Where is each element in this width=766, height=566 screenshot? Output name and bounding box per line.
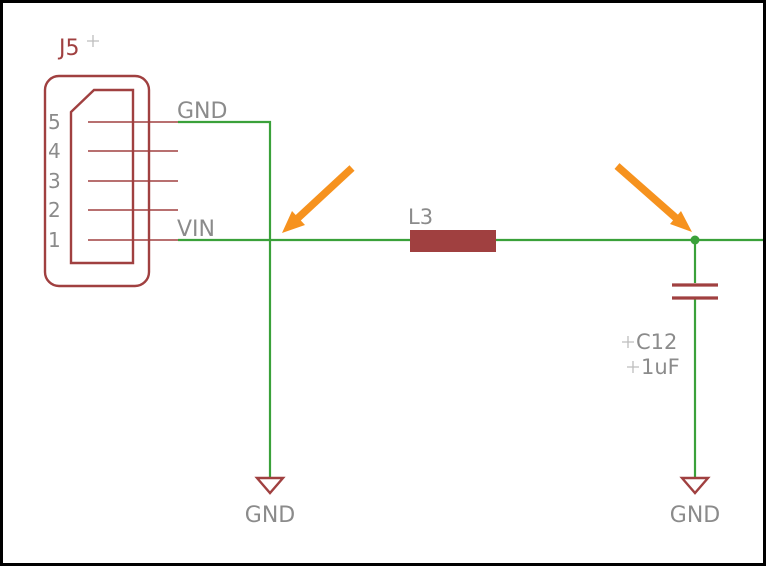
highlight-arrow-right bbox=[614, 163, 692, 232]
highlight-arrow-left bbox=[282, 165, 355, 233]
origin-cross-c12 bbox=[622, 336, 634, 348]
origin-cross-1uf bbox=[627, 361, 639, 373]
ground-triangle-right bbox=[679, 476, 711, 495]
ground-symbol-left[interactable]: GND bbox=[245, 476, 295, 528]
inductor-body bbox=[410, 230, 496, 252]
arrow-head-right bbox=[670, 211, 692, 232]
inductor-designator: L3 bbox=[408, 205, 433, 229]
usb-connector-j5[interactable]: J5 5 4 3 2 1 GND VIN bbox=[43, 35, 227, 288]
capacitor-designator: C12 bbox=[636, 330, 677, 354]
origin-cross-j5 bbox=[87, 35, 99, 47]
capacitor-value: 1uF bbox=[641, 355, 680, 379]
pin-number-2: 2 bbox=[48, 198, 61, 222]
ground-label-left: GND bbox=[245, 503, 295, 528]
capacitor-c12[interactable]: C12 1uF bbox=[622, 283, 718, 379]
ground-label-right: GND bbox=[670, 503, 720, 528]
junction-dot[interactable] bbox=[690, 235, 700, 245]
arrow-shaft-right bbox=[614, 163, 679, 221]
arrow-shaft-left bbox=[295, 165, 355, 221]
ground-symbol-right[interactable]: GND bbox=[670, 476, 720, 528]
net-gnd-left[interactable] bbox=[178, 120, 272, 477]
connector-shell bbox=[69, 88, 135, 265]
pin-number-4: 4 bbox=[48, 139, 61, 163]
arrow-head-left bbox=[282, 211, 305, 233]
ground-triangle-left bbox=[254, 476, 286, 495]
pin-number-3: 3 bbox=[48, 169, 61, 193]
inductor-l3[interactable]: L3 bbox=[408, 205, 496, 252]
pin-label-gnd: GND bbox=[177, 99, 227, 124]
gnd-wire bbox=[178, 120, 272, 477]
pin-number-5: 5 bbox=[48, 110, 61, 134]
pin-number-1: 1 bbox=[48, 228, 61, 252]
connector-designator: J5 bbox=[57, 36, 80, 61]
pin-label-vin: VIN bbox=[177, 217, 215, 242]
